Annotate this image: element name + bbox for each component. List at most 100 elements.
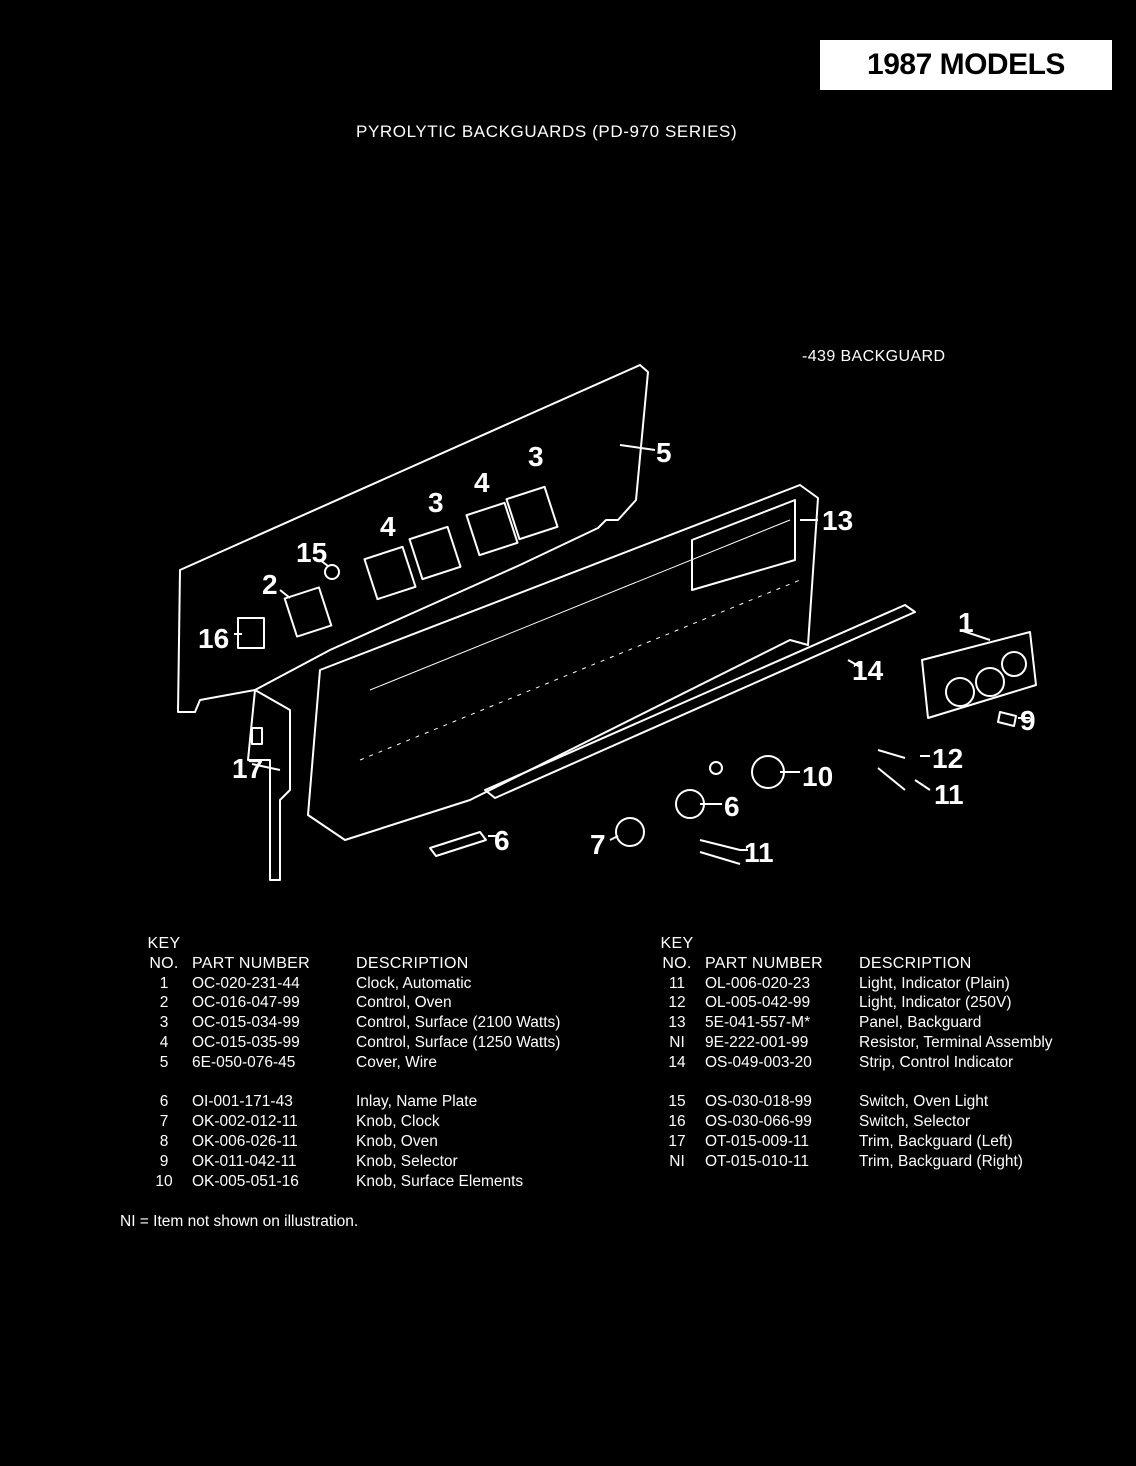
- callout-13: 13: [822, 505, 853, 536]
- table-row: 2 OC-016-047-99 Control, Oven: [138, 993, 560, 1013]
- key-no: 4: [159, 1033, 169, 1051]
- part-number-header: PART NUMBER: [192, 954, 310, 972]
- part-description: Trim, Backguard (Right): [859, 1152, 1023, 1170]
- part-description: Knob, Clock: [356, 1113, 440, 1131]
- part-number: OT-015-009-11: [705, 1132, 809, 1150]
- part-description: Control, Oven: [356, 994, 452, 1012]
- table-row: 1 OC-020-231-44 Clock, Automatic: [138, 974, 560, 994]
- key-no: 1: [159, 974, 169, 992]
- callout-11b: 11: [744, 837, 774, 868]
- part-number-header: PART NUMBER: [705, 954, 823, 972]
- key-no: 6: [159, 1093, 169, 1111]
- knob-oven-shape: [675, 789, 705, 819]
- part-description: Knob, Selector: [356, 1152, 458, 1170]
- callout-4a: 4: [474, 467, 490, 498]
- wire-cover-shape: [177, 364, 649, 713]
- description-header: DESCRIPTION: [859, 954, 972, 972]
- part-number: OT-015-010-11: [705, 1152, 809, 1170]
- callout-3b: 3: [428, 487, 444, 518]
- key-no: 17: [668, 1132, 686, 1150]
- part-number: OC-016-047-99: [192, 994, 300, 1012]
- callout-15: 15: [296, 537, 327, 568]
- key-no: NI: [669, 1033, 685, 1051]
- callout-9: 7: [590, 829, 606, 860]
- part-number: OS-049-003-20: [705, 1053, 812, 1071]
- part-description: Switch, Oven Light: [859, 1093, 989, 1111]
- parts-table-left: KEY NO. PART NUMBER DESCRIPTION 1 OC-020-…: [138, 934, 561, 1192]
- callout-14: 14: [852, 655, 884, 686]
- part-description: Strip, Control Indicator: [859, 1053, 1014, 1071]
- callout-3a: 3: [528, 441, 544, 472]
- part-number: 5E-041-557-M*: [705, 1014, 811, 1032]
- key-no-header: NO.: [149, 954, 179, 972]
- key-no: 8: [159, 1132, 169, 1150]
- callout-10: 10: [802, 761, 833, 792]
- part-description: Knob, Surface Elements: [356, 1172, 524, 1190]
- table-row: 17 OT-015-009-11 Trim, Backguard (Left): [651, 1132, 1053, 1152]
- key-no: 11: [668, 974, 686, 992]
- callout-12: 12: [932, 743, 963, 774]
- part-number: OL-006-020-23: [705, 974, 811, 992]
- part-number: OK-002-012-11: [192, 1113, 298, 1131]
- part-number: OK-006-026-11: [192, 1132, 298, 1150]
- name-plate-shape: [429, 831, 487, 857]
- description-header: DESCRIPTION: [356, 954, 469, 972]
- backguard-panel-shape: [307, 484, 819, 841]
- left-trim-shape: [247, 689, 291, 881]
- key-no: 16: [668, 1113, 686, 1131]
- callout-8: 6: [724, 791, 740, 822]
- part-number: OS-030-066-99: [705, 1113, 812, 1131]
- footnote: NI = Item not shown on illustration.: [120, 1213, 359, 1230]
- part-number: OL-005-042-99: [705, 994, 811, 1012]
- callout-4b: 4: [380, 511, 396, 542]
- part-description: Clock, Automatic: [356, 974, 472, 992]
- exploded-parts-diagram: 5 3 4 3 4 15 2 16 13 1 14 9 12 11 10 6 1…: [177, 364, 1037, 881]
- key-no: 13: [668, 1014, 686, 1032]
- callout-2: 2: [262, 569, 278, 600]
- key-no: 2: [159, 994, 169, 1012]
- part-description: Trim, Backguard (Left): [859, 1132, 1013, 1150]
- callout-7: 9: [1020, 705, 1036, 736]
- table-row: 14 OS-049-003-20 Strip, Control Indicator: [651, 1053, 1053, 1073]
- part-description: Panel, Backguard: [859, 1014, 982, 1032]
- key-no-header: NO.: [662, 954, 692, 972]
- callout-17: 17: [232, 753, 263, 784]
- callout-6: 6: [494, 825, 510, 856]
- part-description: Inlay, Name Plate: [356, 1093, 478, 1111]
- part-description: Control, Surface (1250 Watts): [356, 1033, 561, 1051]
- key-no: NI: [669, 1152, 685, 1170]
- table-row: 11 OL-006-020-23 Light, Indicator (Plain): [651, 974, 1053, 994]
- callout-1: 1: [958, 607, 974, 638]
- page-title: PYROLYTIC BACKGUARDS (PD-970 SERIES): [356, 122, 738, 141]
- callout-16: 16: [198, 623, 229, 654]
- key-no: 14: [668, 1053, 686, 1071]
- part-number: OC-020-231-44: [192, 974, 300, 992]
- key-header: KEY: [147, 935, 181, 952]
- table-row: 9 OK-011-042-11 Knob, Selector: [138, 1152, 560, 1172]
- part-number: OK-005-051-16: [192, 1172, 299, 1190]
- knob-selector-shape: [615, 817, 645, 847]
- part-number: OK-011-042-11: [192, 1152, 297, 1170]
- part-number: OS-030-018-99: [705, 1093, 812, 1111]
- table-row: NI OT-015-010-11 Trim, Backguard (Right): [651, 1152, 1053, 1172]
- knob-surface-shape: [751, 755, 785, 789]
- part-description: Light, Indicator (Plain): [859, 974, 1010, 992]
- diagram-caption: -439 BACKGUARD: [802, 348, 946, 365]
- part-description: Resistor, Terminal Assembly: [859, 1033, 1053, 1051]
- part-description: Knob, Oven: [356, 1132, 438, 1150]
- part-description: Cover, Wire: [356, 1053, 437, 1071]
- model-year-badge: 1987 MODELS: [820, 40, 1112, 90]
- part-number: OC-015-034-99: [192, 1014, 300, 1032]
- part-description: Control, Surface (2100 Watts): [356, 1014, 561, 1032]
- key-no: 9: [159, 1152, 169, 1170]
- clock-shape: [921, 631, 1037, 719]
